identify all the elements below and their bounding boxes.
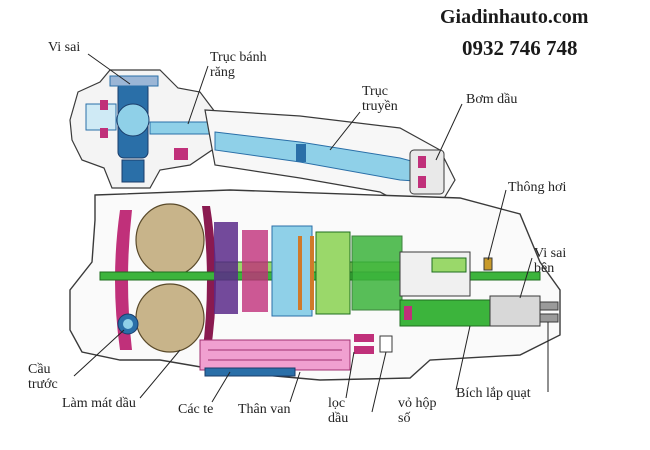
leader-thong-hoi (487, 189, 507, 261)
oil-pump-seal (418, 156, 426, 168)
label-loc-dau: lọc dầu (328, 396, 349, 426)
leader-bich-lap-quat (455, 325, 471, 391)
clutch-pack (214, 222, 238, 314)
clutch-pack (242, 230, 268, 312)
shaft-coupling (296, 144, 306, 162)
drive-shaft-tube (174, 109, 456, 206)
brand-website: Giadinhauto.com (440, 6, 589, 28)
diff-top-cap (109, 75, 159, 87)
flange-bolt (539, 301, 559, 311)
planetary-set (315, 231, 351, 315)
leader-cau-truoc (73, 329, 125, 377)
label-thong-hoi: Thông hơi (508, 180, 567, 195)
valve-spring (354, 334, 374, 342)
leader-vi-sai (87, 53, 131, 85)
label-truc-banh-rang: Trục bánh răng (210, 50, 267, 80)
leader-bom-dau (435, 103, 463, 161)
bearing (100, 100, 108, 110)
leader-truc-banh-rang (187, 65, 209, 125)
label-than-van: Thân van (238, 402, 291, 417)
label-truc-truyen: Trục truyền (362, 84, 398, 114)
diff-bottom (121, 159, 145, 183)
leader-than-van (289, 371, 301, 403)
leader-lines (73, 53, 549, 413)
transfer-seal (404, 306, 412, 320)
clutch-plates (310, 236, 314, 310)
valve-body (199, 339, 351, 371)
oil-pump-body (409, 149, 445, 195)
output-gear (431, 257, 467, 273)
label-cac-te: Các te (178, 402, 214, 417)
valve-spring (354, 346, 374, 354)
leader-cac-te (211, 371, 231, 403)
oil-filter (379, 335, 393, 353)
label-vi-sai-ben: Vi sai bên (534, 246, 567, 276)
label-lam-mat-dau: Làm mát dầu (62, 396, 136, 411)
planetary-set (271, 225, 313, 317)
front-differential-assembly (69, 69, 221, 189)
shaft-gear (174, 148, 188, 160)
oil-pan (204, 367, 296, 377)
leader-truc-truyen (329, 111, 361, 151)
label-vo-hop-so: vỏ hộp số (398, 396, 437, 426)
torque-converter-upper (135, 203, 205, 277)
label-vi-sai: Vi sai (48, 40, 81, 55)
leader-vo-hop-so (371, 351, 387, 413)
leader-loc-dau (345, 351, 355, 399)
bearing (100, 128, 108, 138)
leader-lam-mat-dau (139, 349, 181, 399)
torque-converter-lower (135, 283, 205, 353)
transmission-case (69, 189, 561, 381)
flange-bolt (539, 313, 559, 323)
clutch-plates (298, 236, 302, 310)
brand-phone: 0932 746 748 (462, 36, 578, 60)
leader-vi-sai-ben (519, 257, 533, 299)
label-cau-truoc: Cầu trước (28, 362, 58, 392)
torque-converter-shell (202, 206, 216, 356)
oil-pump-seal (418, 176, 426, 188)
label-bich-lap-quat: Bích lắp quạt (456, 386, 531, 401)
rear-flange (489, 295, 541, 327)
diff-carrier (116, 103, 150, 137)
label-bom-dau: Bơm dầu (466, 92, 518, 107)
front-axle-core (123, 319, 133, 329)
clutch-drum (351, 235, 403, 311)
